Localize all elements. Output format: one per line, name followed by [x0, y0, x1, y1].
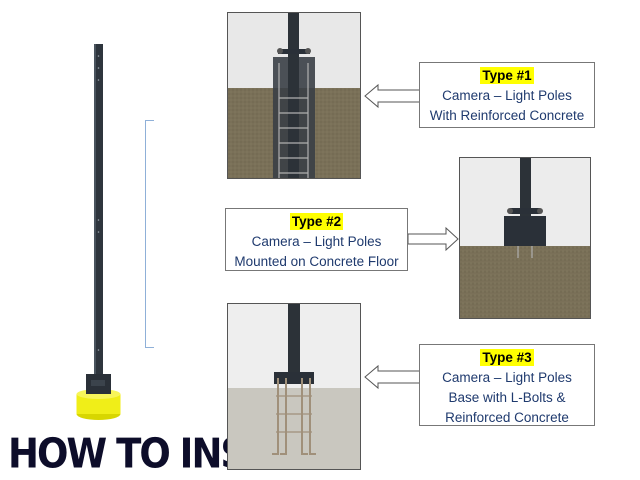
type-3-line2: Base with L-Bolts & — [448, 390, 566, 405]
pole-shaft — [94, 44, 103, 394]
type-1-label: Type #1 — [480, 67, 534, 84]
photo-type-3 — [227, 303, 361, 470]
arrow-type-1 — [364, 83, 422, 109]
photo-type-2 — [459, 157, 591, 319]
pole-holes — [97, 55, 100, 351]
arrow-type-2 — [407, 226, 459, 252]
type-1-line2: With Reinforced Concrete — [429, 108, 585, 123]
type-2-line1: Camera – Light Poles — [251, 234, 382, 249]
type-3-label: Type #3 — [480, 349, 534, 366]
type-2-line2: Mounted on Concrete Floor — [234, 254, 399, 269]
arrow-type-3 — [364, 364, 422, 390]
callout-type-2: Type #2 Camera – Light Poles Mounted on … — [225, 208, 408, 271]
callout-type-3: Type #3 Camera – Light Poles Base with L… — [419, 344, 595, 426]
type-3-line3: Reinforced Concrete — [445, 410, 569, 425]
pole-illustration — [76, 44, 121, 420]
type-2-label: Type #2 — [289, 213, 344, 230]
type-1-line1: Camera – Light Poles — [442, 88, 572, 103]
type-3-line1: Camera – Light Poles — [442, 370, 572, 385]
bracket-line — [145, 120, 154, 348]
callout-type-1: Type #1 Camera – Light Poles With Reinfo… — [419, 62, 595, 128]
photo-type-1 — [227, 12, 361, 179]
yellow-base — [76, 394, 121, 414]
